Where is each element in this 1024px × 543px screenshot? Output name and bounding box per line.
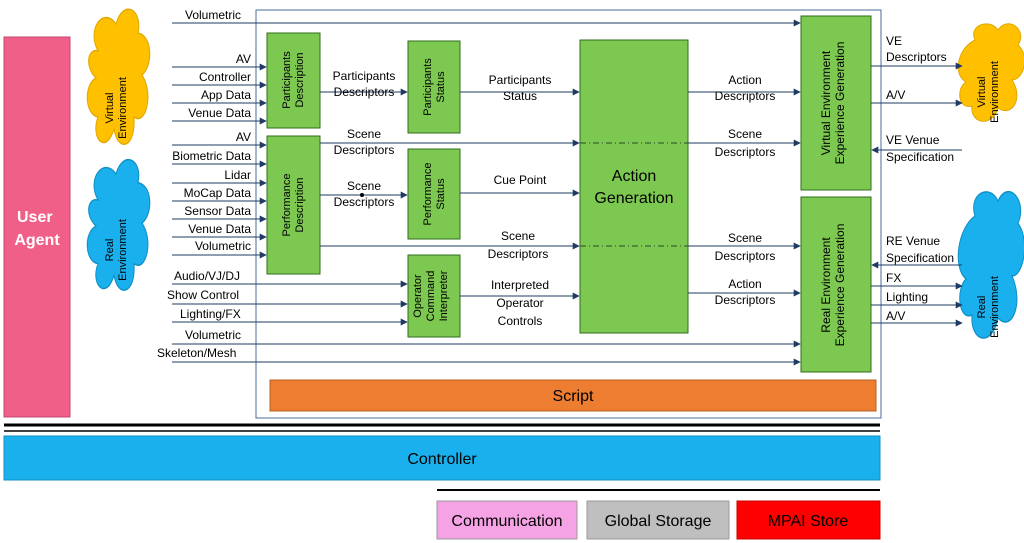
global-storage-label: Global Storage — [605, 513, 712, 530]
svg-text:Lighting/FX: Lighting/FX — [180, 307, 241, 321]
svg-text:PerformanceDescription: PerformanceDescription — [281, 174, 306, 237]
svg-text:RealEnvironment: RealEnvironment — [976, 276, 1001, 338]
svg-text:App Data: App Data — [201, 88, 251, 102]
svg-text:ParticipantsStatus: ParticipantsStatus — [489, 73, 552, 103]
participants-description-block — [266, 32, 321, 129]
svg-text:VirtualEnvironment: VirtualEnvironment — [104, 77, 129, 139]
virtual-environment-cloud-left: VirtualEnvironment — [86, 8, 151, 145]
svg-text:Virtual EnvironmentExperience: Virtual EnvironmentExperience Generation — [819, 42, 847, 165]
mpai-store-block — [736, 500, 881, 540]
svg-text:OperatorCommandInterpreter: OperatorCommandInterpreter — [412, 270, 450, 321]
system-frame — [255, 9, 882, 419]
controller-label: Controller — [407, 451, 477, 468]
user-agent-block — [3, 36, 71, 418]
svg-text:Venue Data: Venue Data — [188, 222, 251, 236]
script-label: Script — [553, 388, 594, 405]
participants-status-block — [407, 40, 461, 134]
svg-text:Audio/VJ/DJ: Audio/VJ/DJ — [174, 269, 240, 283]
input-arrows — [172, 19, 801, 366]
communication-block — [436, 500, 578, 540]
svg-text:AV: AV — [236, 130, 251, 144]
svg-text:ParticipantsDescription: ParticipantsDescription — [281, 51, 306, 109]
script-block — [269, 379, 877, 412]
re-experience-generation-block — [800, 196, 872, 373]
svg-text:Venue Data: Venue Data — [188, 106, 251, 120]
output-arrows — [871, 62, 963, 327]
svg-text:AV: AV — [236, 52, 251, 66]
svg-text:FX: FX — [886, 271, 901, 285]
communication-label: Communication — [451, 513, 562, 530]
svg-text:Sensor Data: Sensor Data — [184, 204, 251, 218]
svg-text:Show Control: Show Control — [167, 288, 239, 302]
controller-block — [3, 435, 881, 481]
svg-text:Cue Point: Cue Point — [494, 173, 547, 187]
svg-text:PerformanceStatus: PerformanceStatus — [422, 163, 447, 226]
action-generation-block — [579, 39, 689, 334]
real-environment-cloud-left: RealEnvironment — [86, 159, 151, 291]
svg-text:Real EnvironmentExperience Gen: Real EnvironmentExperience Generation — [819, 224, 847, 347]
svg-text:Skeleton/Mesh: Skeleton/Mesh — [157, 346, 236, 360]
mpai-store-label: MPAI Store — [768, 513, 849, 530]
performance-status-block — [407, 148, 461, 240]
ve-experience-generation-block — [800, 15, 872, 191]
input-labels: Volumetric AV Controller App Data Venue … — [157, 8, 251, 360]
svg-text:Volumetric: Volumetric — [195, 239, 251, 253]
svg-text:A/V: A/V — [886, 88, 905, 102]
svg-text:A/V: A/V — [886, 309, 905, 323]
svg-text:Biometric Data: Biometric Data — [172, 149, 251, 163]
svg-text:MoCap Data: MoCap Data — [184, 186, 252, 200]
operator-command-interpreter-block — [407, 254, 461, 338]
svg-text:VirtualEnvironment: VirtualEnvironment — [976, 61, 1001, 123]
svg-text:Volumetric: Volumetric — [185, 8, 241, 22]
internal-flows — [320, 88, 801, 300]
global-storage-block — [586, 500, 730, 540]
svg-text:ParticipantsStatus: ParticipantsStatus — [422, 58, 447, 116]
user-agent-label: User Agent — [14, 209, 60, 249]
svg-text:Controller: Controller — [199, 70, 251, 84]
svg-text:Lighting: Lighting — [886, 290, 928, 304]
virtual-environment-cloud-right: VirtualEnvironment — [957, 23, 1024, 123]
performance-description-block — [266, 135, 321, 275]
svg-text:RealEnvironment: RealEnvironment — [104, 219, 129, 281]
svg-text:Lidar: Lidar — [224, 168, 251, 182]
svg-text:Volumetric: Volumetric — [185, 328, 241, 342]
real-environment-cloud-right: RealEnvironment — [957, 191, 1024, 339]
